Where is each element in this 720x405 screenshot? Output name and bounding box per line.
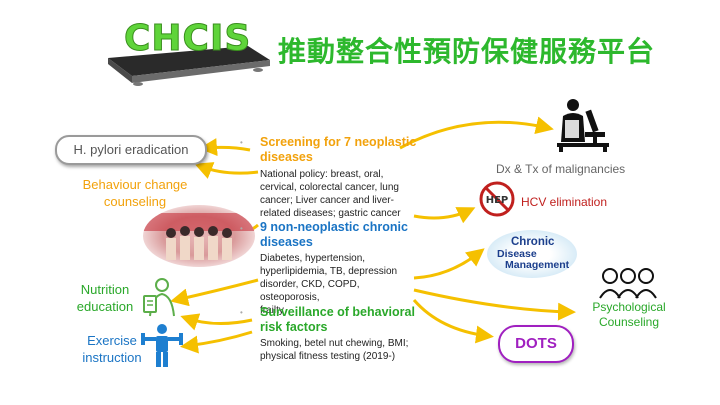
bullet-dot: • <box>240 138 243 147</box>
arrow-to-dots <box>412 299 494 344</box>
behaviour-label-line1: Behaviour change <box>82 177 188 192</box>
arrow-to-exercise-upper <box>180 313 253 331</box>
screening-body: National policy: breast, oral, cervical,… <box>260 168 410 220</box>
screening-body-line: National policy: breast, oral, <box>260 169 384 180</box>
surveillance-heading-line2: risk factors <box>260 320 328 334</box>
arrow-to-psych <box>413 288 576 321</box>
screening-heading-line2: diseases <box>260 150 313 164</box>
screening-heading-line1: Screening for 7 neoplastic <box>260 135 417 149</box>
behaviour-label-line2: counseling <box>103 194 167 209</box>
nutrition-label-line2: education <box>76 299 134 314</box>
no-hepatitis-icon: HEP <box>479 181 515 217</box>
nonneoplastic-body: Diabetes, hypertension, hyperlipidemia, … <box>260 252 420 317</box>
arrow-to-hpylori <box>199 138 251 157</box>
disease-word: Disease <box>497 248 537 260</box>
chronic-word: Chronic <box>511 236 555 248</box>
psychological-counseling-label: Psychological Counseling <box>574 300 684 330</box>
people-photo <box>143 205 255 267</box>
exercise-instruction-label: Exercise instruction <box>72 332 152 366</box>
nonneoplastic-heading-line1: 9 non-neoplastic chronic <box>260 220 408 234</box>
behaviour-change-label: Behaviour change counseling <box>70 176 200 210</box>
surveillance-heading: Surveillance of behavioral risk factors <box>260 305 420 335</box>
exercise-label-line1: Exercise <box>87 333 137 348</box>
arrow-to-hcv <box>413 207 476 224</box>
arrow-to-exercise-lower <box>180 330 253 354</box>
chronic-disease-management-cloud: Chronic Disease Management <box>487 230 577 278</box>
nutritionist-icon <box>143 278 175 317</box>
nonneoplastic-body-line: frailty <box>260 305 284 316</box>
nonneoplastic-heading-line2: diseases <box>260 235 313 249</box>
arrow-to-dx <box>399 116 554 150</box>
surveillance-body: Smoking, betel nut chewing, BMI; physica… <box>260 337 420 363</box>
screening-heading: Screening for 7 neoplastic diseases <box>260 135 420 165</box>
brand-logo-text: CHCIS <box>123 18 252 60</box>
psych-label-line2: Counseling <box>598 315 660 329</box>
screening-body-line: cancer; Liver cancer and liver- <box>260 195 394 206</box>
nutrition-education-label: Nutrition education <box>60 281 150 315</box>
surveillance-body-line: Smoking, betel nut chewing, BMI; <box>260 338 409 349</box>
hcv-elimination-label: HCV elimination <box>521 195 608 209</box>
arrow-to-nutrition <box>170 278 259 307</box>
psychology-people-icon <box>599 268 657 299</box>
screening-body-line: cervical, colorectal cancer, lung <box>260 182 399 193</box>
bullet-dot: • <box>240 308 243 317</box>
bullet-dot: • <box>240 224 243 233</box>
nutrition-label-line1: Nutrition <box>80 282 130 297</box>
platform-image <box>108 46 270 86</box>
arrow-to-chronic <box>413 248 485 280</box>
screening-body-line: related diseases; gastric cancer <box>260 208 401 219</box>
scientist-microscope-icon <box>557 99 609 152</box>
dx-tx-malignancies-label: Dx & Tx of malignancies <box>496 162 626 176</box>
exercise-person-icon <box>141 324 183 367</box>
dots-pill: DOTS <box>498 325 574 363</box>
arrow-to-behaviour <box>194 162 259 179</box>
exercise-label-line2: instruction <box>82 350 142 365</box>
nonneoplastic-body-line: Diabetes, hypertension, <box>260 253 366 264</box>
nonneoplastic-body-line: hyperlipidemia, TB, depression <box>260 266 398 277</box>
page-title: 推動整合性預防保健服務平台 <box>278 35 656 68</box>
nonneoplastic-heading: 9 non-neoplastic chronic diseases <box>260 220 420 250</box>
management-word: Management <box>505 259 570 271</box>
surveillance-heading-line1: Surveillance of behavioral <box>260 305 415 319</box>
hep-sign-text: HEP <box>486 195 509 206</box>
psych-label-line1: Psychological <box>592 300 666 314</box>
nonneoplastic-body-line: disorder, CKD, COPD, osteoporosis, <box>260 279 360 303</box>
hpylori-eradication-pill: H. pylori eradication <box>55 135 207 165</box>
surveillance-body-line: physical fitness testing (2019-) <box>260 351 396 362</box>
